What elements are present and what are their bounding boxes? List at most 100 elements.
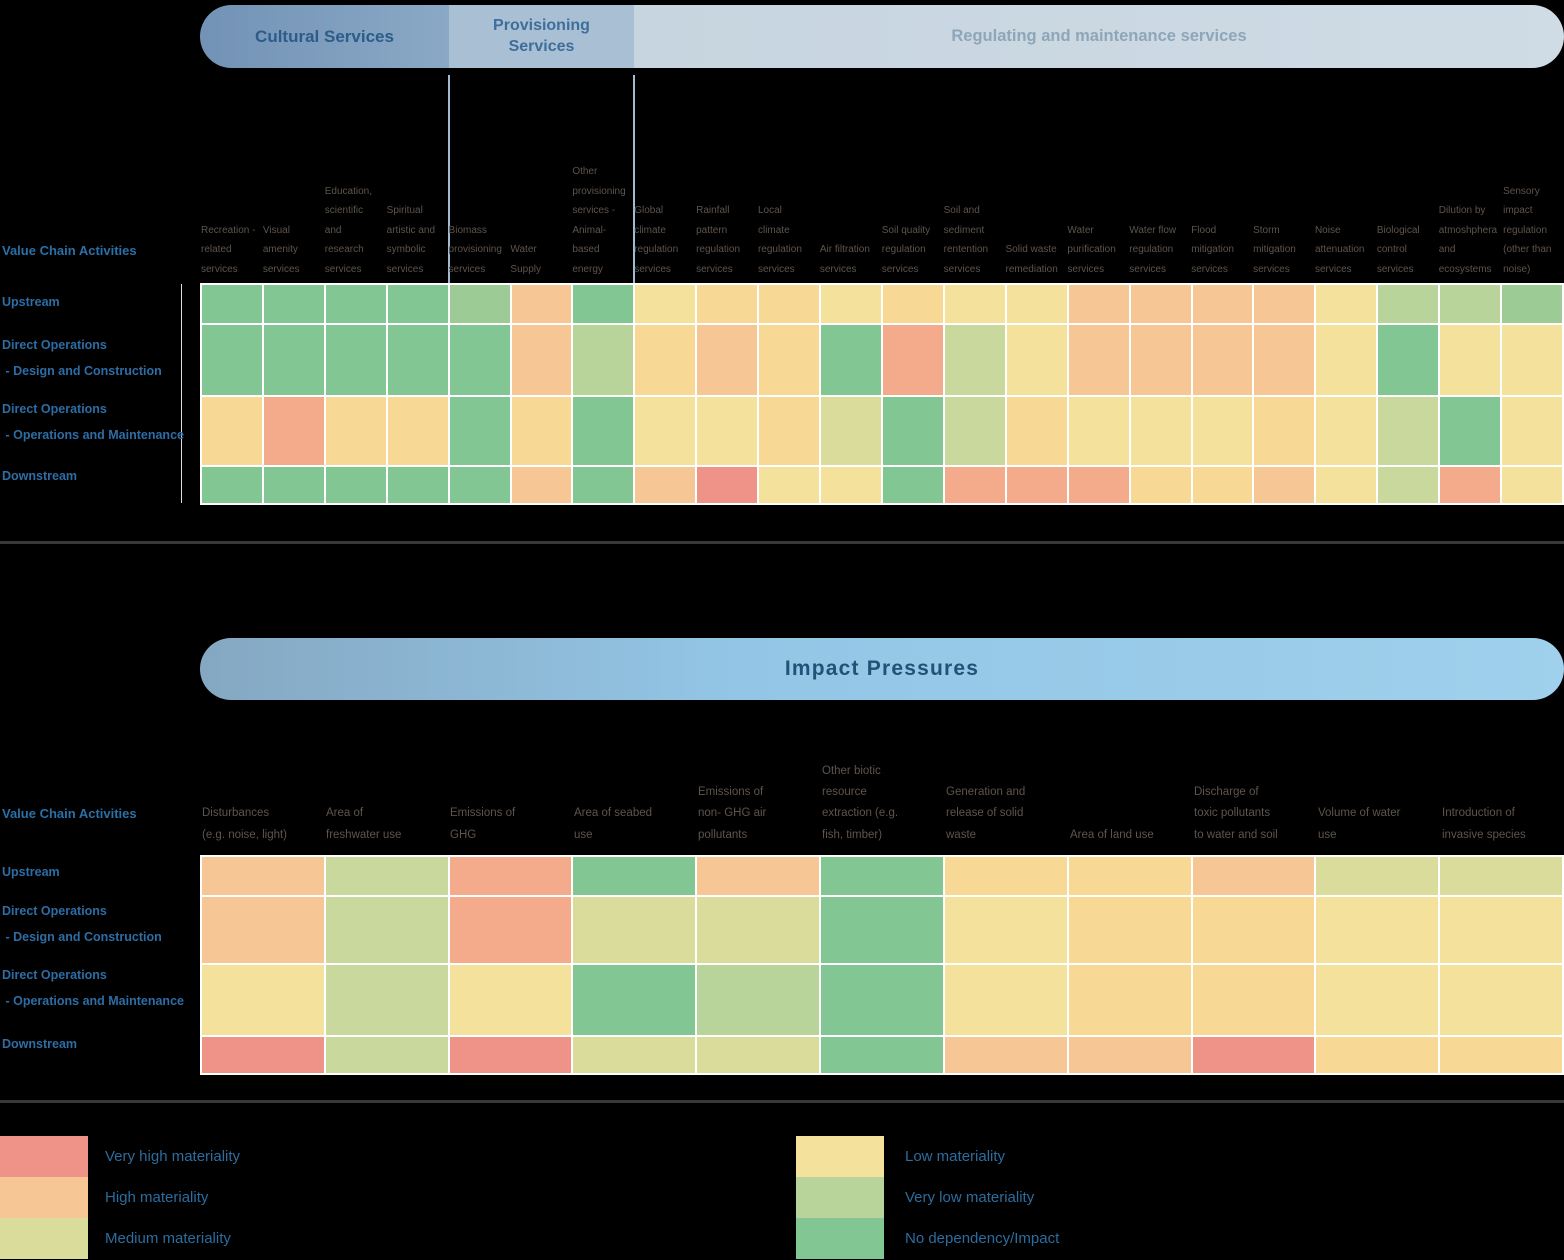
- group-header-cultural-services: Cultural Services: [200, 5, 449, 68]
- legend-swatch: [0, 1177, 88, 1218]
- column-header: Spiritual artistic and symbolic services: [386, 205, 436, 275]
- column-header: Sensory impact regulation (other than no…: [1503, 185, 1552, 275]
- heatmap-cell: [821, 1037, 943, 1073]
- heatmap-cell: [1068, 467, 1129, 503]
- heatmap-cell: [1316, 897, 1439, 963]
- heatmap-cell: [573, 1037, 696, 1073]
- heatmap-cell: [635, 397, 696, 465]
- legend-swatch: [0, 1218, 88, 1259]
- heatmap-cell: [202, 285, 262, 323]
- legend-swatch: [0, 1136, 88, 1177]
- heatmap-cell: [1378, 467, 1439, 503]
- heatmap-cell: [1440, 325, 1501, 395]
- legend-label: Very high materiality: [105, 1148, 241, 1165]
- heatmap-cell: [1440, 857, 1562, 895]
- heatmap-cell: [325, 897, 448, 963]
- heatmap-cell: [1378, 325, 1439, 395]
- heatmap-cell: [1130, 467, 1191, 503]
- section-divider: [0, 541, 1564, 544]
- heatmap-cell: [944, 857, 1067, 895]
- heatmap-cell: [263, 285, 324, 323]
- heatmap-cell: [573, 325, 634, 395]
- heatmap-cell: [635, 325, 696, 395]
- heatmap-cell: [511, 467, 572, 503]
- heatmap-cell: [387, 397, 448, 465]
- column-header: Discharge of toxic pollutants to water a…: [1194, 786, 1278, 841]
- heatmap-cell: [573, 397, 634, 465]
- row-label: Direct Operations - Operations and Maint…: [2, 968, 184, 1008]
- heatmap-cell: [1192, 857, 1315, 895]
- heatmap-cell: [883, 467, 943, 503]
- heatmap-cell: [449, 467, 510, 503]
- dependencies-heatmap: [200, 283, 1564, 505]
- column-header: Area of freshwater use: [326, 807, 402, 841]
- heatmap-cell: [263, 467, 324, 503]
- heatmap-cell: [1068, 1037, 1191, 1073]
- heatmap-cell: [697, 285, 758, 323]
- heatmap-cell: [821, 467, 881, 503]
- heatmap-cell: [697, 467, 758, 503]
- heatmap-cell: [573, 897, 696, 963]
- heatmap-cell: [697, 1037, 820, 1073]
- legend-label: Low materiality: [905, 1148, 1006, 1165]
- impact-pressures-header: Impact Pressures: [200, 638, 1564, 700]
- heatmap-cell: [1068, 857, 1191, 895]
- heatmap-cell: [759, 285, 820, 323]
- heatmap-cell: [944, 397, 1005, 465]
- heatmap-cell: [449, 325, 510, 395]
- column-header: Other provisioning services - Animal- ba…: [572, 166, 626, 275]
- heatmap-cell: [449, 285, 510, 323]
- heatmap-cell: [697, 397, 758, 465]
- heatmap-cell: [821, 285, 881, 323]
- column-header: Introduction of invasive species: [1442, 807, 1526, 841]
- legend-swatch: [796, 1136, 884, 1177]
- row-label: Upstream: [2, 865, 60, 879]
- heatmap-cell: [1316, 1037, 1439, 1073]
- heatmap-cell: [1378, 397, 1439, 465]
- heatmap-cell: [202, 1037, 324, 1073]
- heatmap-cell: [202, 965, 324, 1035]
- heatmap-cell: [449, 897, 572, 963]
- column-header: Visual amenity services: [262, 224, 300, 275]
- column-header: Soil and sediment rentention services: [943, 205, 989, 275]
- heatmap-cell: [1440, 467, 1501, 503]
- heatmap-cell: [449, 397, 510, 465]
- heatmap-cell: [325, 1037, 448, 1073]
- row-label: Direct Operations - Design and Construct…: [2, 904, 162, 944]
- impact-pressures-heatmap: [200, 855, 1564, 1075]
- column-header: Flood mitigation services: [1191, 224, 1234, 275]
- column-header: Education, scientific and research servi…: [324, 185, 373, 275]
- column-header: Area of seabed use: [574, 807, 653, 841]
- column-header: Biological control services: [1376, 224, 1420, 275]
- heatmap-cell: [1006, 325, 1067, 395]
- impact-column-headers: Disturbances (e.g. noise, light)Area of …: [200, 726, 1564, 852]
- heatmap-cell: [1254, 285, 1315, 323]
- column-header: Water flow regulation services: [1129, 224, 1177, 275]
- heatmap-cell: [1254, 397, 1315, 465]
- heatmap-cell: [202, 467, 262, 503]
- heatmap-cell: [1316, 325, 1377, 395]
- heatmap-cell: [1316, 285, 1377, 323]
- heatmap-cell: [883, 397, 943, 465]
- heatmap-cell: [821, 965, 943, 1035]
- legend-swatches-left: [0, 1136, 88, 1259]
- heatmap-cell: [1440, 1037, 1562, 1073]
- legend-label: No dependency/Impact: [905, 1230, 1060, 1247]
- heatmap-cell: [449, 1037, 572, 1073]
- value-chain-axis-label: Value Chain Activities: [2, 806, 137, 821]
- heatmap-cell: [944, 467, 1005, 503]
- column-header: Volume of water use: [1318, 807, 1401, 841]
- heatmap-cell: [325, 965, 448, 1035]
- heatmap-cell: [821, 857, 943, 895]
- heatmap-cell: [883, 325, 943, 395]
- heatmap-cell: [759, 397, 820, 465]
- section-divider: [0, 1100, 1564, 1103]
- heatmap-cell: [1254, 325, 1315, 395]
- heatmap-cell: [1192, 467, 1253, 503]
- heatmap-cell: [1440, 285, 1501, 323]
- heatmap-cell: [821, 897, 943, 963]
